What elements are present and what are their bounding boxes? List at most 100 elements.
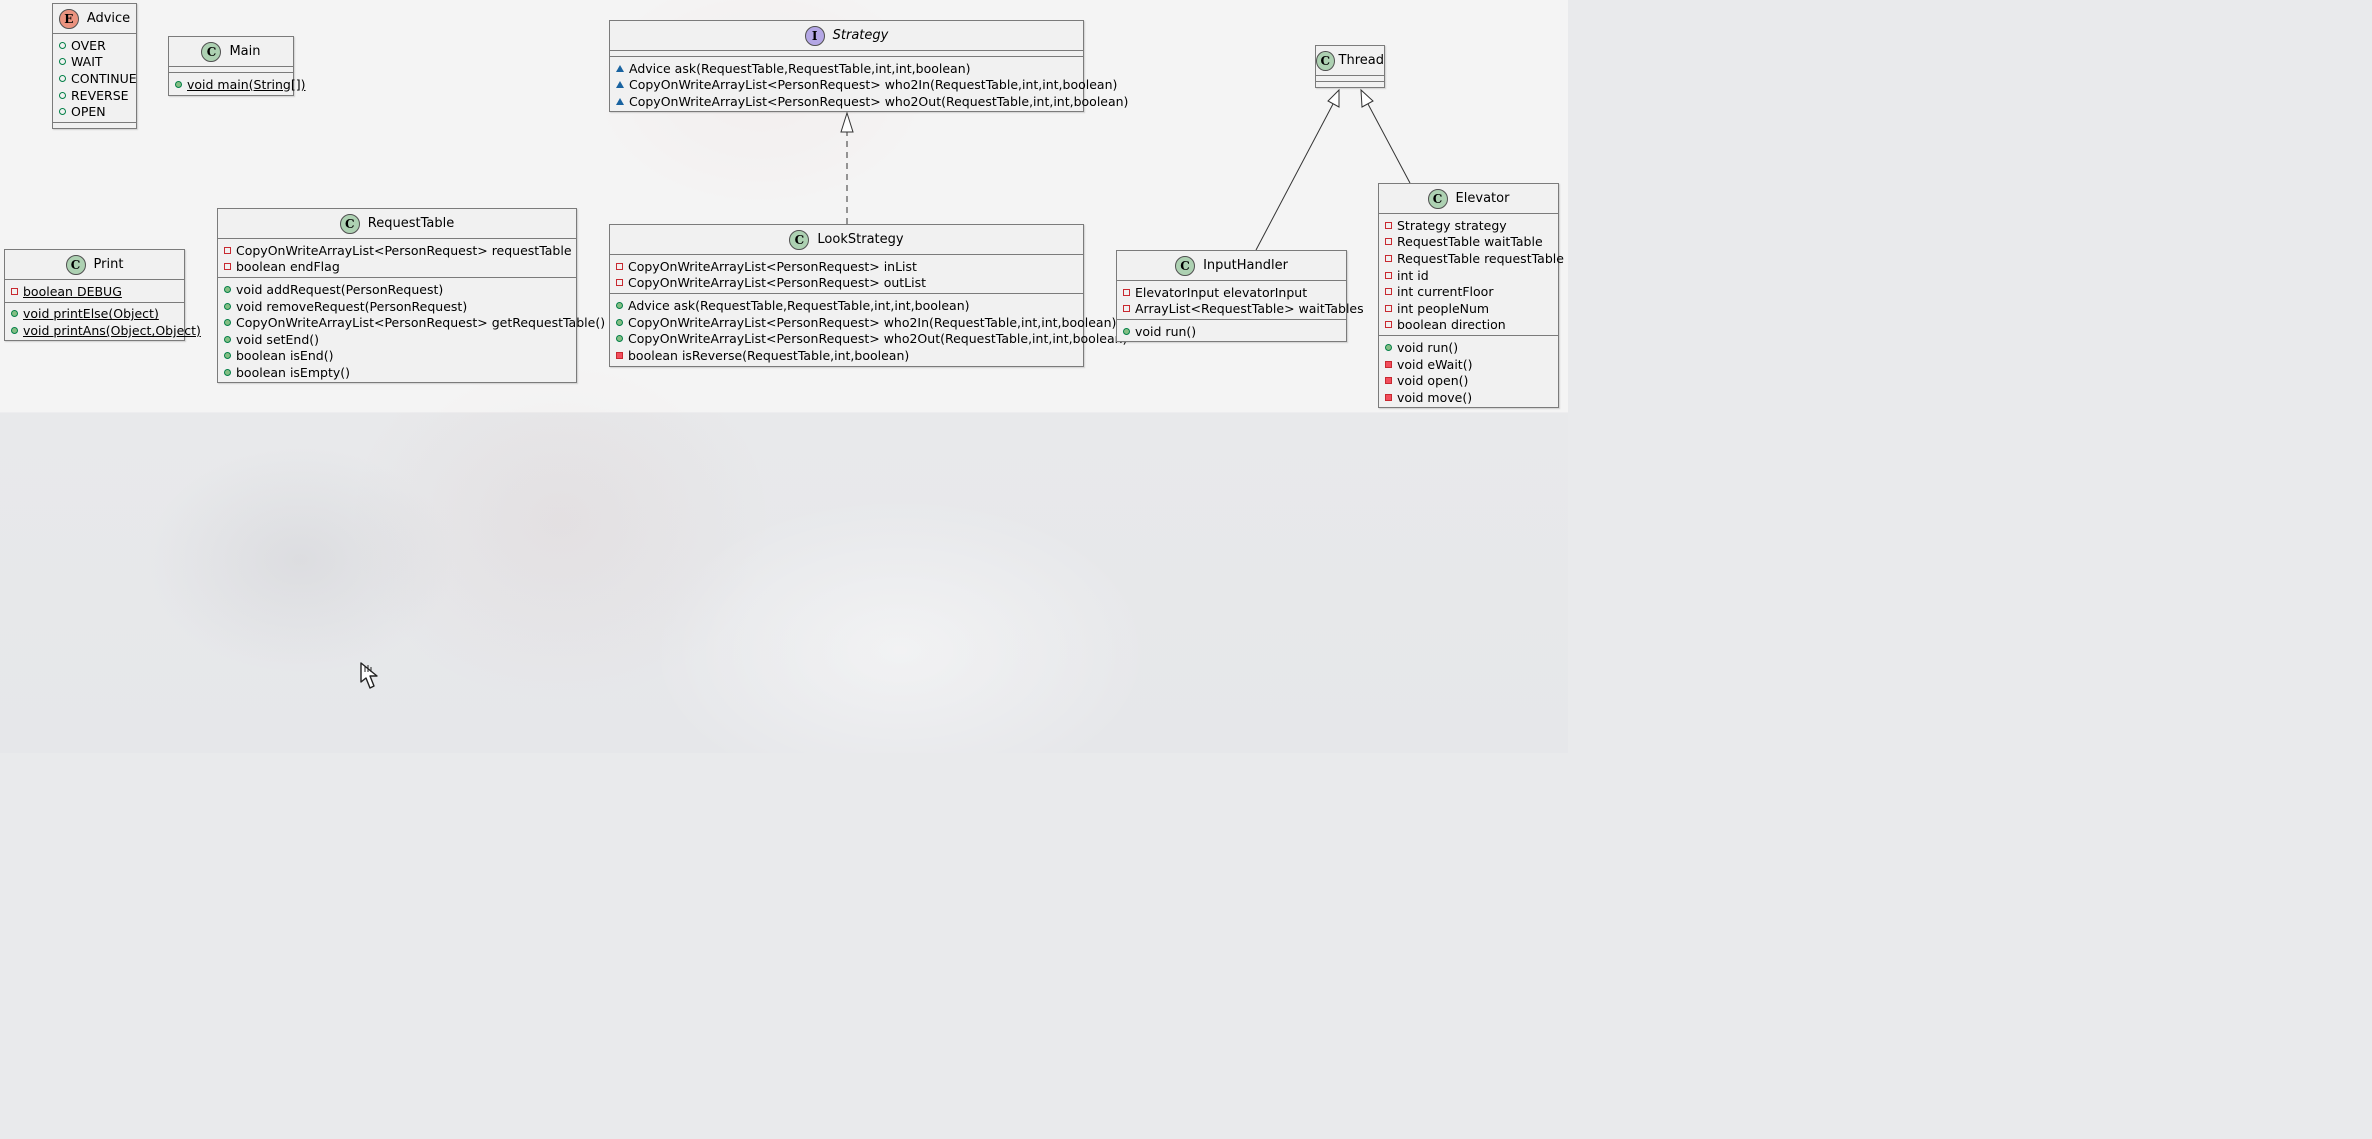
strategy-interface[interactable]: I Strategy Advice ask(RequestTable,Reque… bbox=[609, 20, 1128, 112]
inputhandler-class[interactable]: C InputHandler ElevatorInput elevatorInp… bbox=[1116, 250, 1364, 342]
class-name: Advice bbox=[86, 11, 131, 26]
requesttable-class[interactable]: C RequestTable CopyOnWriteArrayList<Pers… bbox=[217, 208, 605, 383]
field-row: ArrayList<RequestTable> waitTables bbox=[1117, 301, 1364, 318]
relations-layer bbox=[840, 88, 1411, 251]
class-name: InputHandler bbox=[1203, 258, 1288, 273]
methods-section: Advice ask(RequestTable,RequestTable,int… bbox=[610, 294, 1127, 365]
requesttable-header: C RequestTable bbox=[218, 209, 576, 239]
field-row: RequestTable waitTable bbox=[1379, 234, 1558, 251]
lookstrategy-class[interactable]: C LookStrategy CopyOnWriteArrayList<Pers… bbox=[609, 224, 1127, 367]
field-row: int currentFloor bbox=[1379, 283, 1558, 300]
empty-section bbox=[53, 123, 136, 128]
print-header: C Print bbox=[5, 250, 184, 280]
class-stereotype-icon: C bbox=[1427, 188, 1448, 209]
generalization-inputhandler-thread bbox=[1255, 103, 1334, 251]
method-row: void eWait() bbox=[1379, 356, 1558, 373]
private-marker-icon bbox=[616, 262, 623, 270]
fields-section: CopyOnWriteArrayList<PersonRequest> inLi… bbox=[610, 255, 1083, 295]
private-marker-icon bbox=[1385, 321, 1392, 329]
class-stereotype-icon: C bbox=[789, 229, 810, 250]
class-stereotype-icon: C bbox=[201, 41, 222, 62]
class-name: Main bbox=[229, 44, 261, 59]
generalization-elevator-thread bbox=[1367, 103, 1411, 184]
enum-value: OPEN bbox=[53, 103, 136, 120]
thread-header: C Thread bbox=[1316, 46, 1384, 76]
public-marker-icon bbox=[224, 352, 231, 360]
method-row: boolean isEmpty() bbox=[218, 364, 576, 381]
method-row: CopyOnWriteArrayList<PersonRequest> getR… bbox=[218, 314, 605, 331]
private-marker-icon bbox=[224, 263, 231, 271]
method-row: CopyOnWriteArrayList<PersonRequest> who2… bbox=[610, 93, 1128, 110]
public-marker-icon bbox=[616, 335, 623, 343]
class-name: LookStrategy bbox=[817, 232, 904, 247]
methods-section: void addRequest(PersonRequest) void remo… bbox=[218, 278, 605, 383]
public-marker-icon bbox=[59, 58, 66, 66]
method-row: CopyOnWriteArrayList<PersonRequest> who2… bbox=[610, 314, 1116, 331]
methods-section bbox=[1316, 82, 1384, 87]
enum-value: REVERSE bbox=[53, 87, 136, 104]
private-marker-icon bbox=[1385, 254, 1392, 262]
class-stereotype-icon: C bbox=[1175, 255, 1196, 276]
private-marker-icon bbox=[1385, 377, 1392, 385]
public-marker-icon bbox=[224, 319, 231, 327]
main-class[interactable]: C Main void main(String[]) bbox=[168, 36, 305, 96]
hand-cursor-icon bbox=[360, 662, 378, 689]
public-marker-icon bbox=[224, 368, 231, 376]
field-row: boolean direction bbox=[1379, 317, 1558, 334]
class-name: RequestTable bbox=[367, 216, 455, 231]
private-marker-icon bbox=[1385, 271, 1392, 279]
thread-class[interactable]: C Thread bbox=[1315, 45, 1385, 88]
methods-section: void main(String[]) bbox=[169, 73, 305, 95]
advice-enum[interactable]: E Advice OVER WAIT CONTINUE REVERSE OPEN bbox=[52, 3, 137, 129]
field-row: ElevatorInput elevatorInput bbox=[1117, 284, 1346, 301]
package-marker-icon bbox=[616, 97, 624, 105]
fields-section bbox=[1316, 76, 1384, 82]
class-stereotype-icon: C bbox=[339, 213, 360, 234]
private-marker-icon bbox=[1385, 393, 1392, 401]
class-stereotype-icon: C bbox=[1316, 50, 1335, 71]
private-marker-icon bbox=[1385, 360, 1392, 368]
inputhandler-header: C InputHandler bbox=[1117, 251, 1346, 281]
field-row: CopyOnWriteArrayList<PersonRequest> inLi… bbox=[610, 258, 1083, 275]
generalization-arrowhead-elevator bbox=[1360, 88, 1374, 108]
method-row: void move() bbox=[1379, 389, 1558, 406]
elevator-class[interactable]: C Elevator Strategy strategy RequestTabl… bbox=[1378, 183, 1564, 408]
field-row: boolean endFlag bbox=[218, 259, 576, 276]
method-row: void addRequest(PersonRequest) bbox=[218, 281, 576, 298]
method-row: boolean isReverse(RequestTable,int,boole… bbox=[610, 347, 1083, 364]
field-row: CopyOnWriteArrayList<PersonRequest> requ… bbox=[218, 242, 576, 259]
print-class[interactable]: C Print boolean DEBUG void printElse(Obj… bbox=[4, 249, 201, 341]
method-row: boolean isEnd() bbox=[218, 348, 576, 365]
advice-header: E Advice bbox=[53, 4, 136, 34]
enum-value: WAIT bbox=[53, 54, 136, 71]
fields-section: Strategy strategy RequestTable waitTable… bbox=[1379, 214, 1564, 337]
field-row: Strategy strategy bbox=[1379, 217, 1558, 234]
method-row: Advice ask(RequestTable,RequestTable,int… bbox=[610, 60, 1083, 77]
public-marker-icon bbox=[11, 310, 18, 318]
fields-section bbox=[169, 67, 293, 73]
generalization-arrowhead-inputhandler bbox=[1327, 88, 1340, 108]
private-marker-icon bbox=[616, 351, 623, 359]
private-marker-icon bbox=[1123, 305, 1130, 313]
fields-section: CopyOnWriteArrayList<PersonRequest> requ… bbox=[218, 239, 576, 279]
public-marker-icon bbox=[1385, 343, 1392, 351]
method-row: Advice ask(RequestTable,RequestTable,int… bbox=[610, 297, 1083, 314]
public-marker-icon bbox=[616, 301, 623, 309]
public-marker-icon bbox=[616, 318, 623, 326]
public-marker-icon bbox=[1123, 327, 1130, 335]
class-stereotype-icon: C bbox=[65, 254, 86, 275]
lookstrategy-header: C LookStrategy bbox=[610, 225, 1083, 255]
methods-section: Advice ask(RequestTable,RequestTable,int… bbox=[610, 57, 1128, 112]
method-row: void setEnd() bbox=[218, 331, 576, 348]
main-header: C Main bbox=[169, 37, 293, 67]
public-marker-icon bbox=[224, 302, 231, 310]
package-marker-icon bbox=[616, 81, 624, 89]
fields-section: boolean DEBUG bbox=[5, 280, 184, 303]
public-marker-icon bbox=[224, 285, 231, 293]
interface-stereotype-icon: I bbox=[804, 25, 825, 46]
private-marker-icon bbox=[616, 279, 623, 287]
method-row: void removeRequest(PersonRequest) bbox=[218, 298, 576, 315]
method-row: void run() bbox=[1117, 323, 1346, 340]
field-row: int id bbox=[1379, 267, 1558, 284]
private-marker-icon bbox=[1123, 288, 1130, 296]
